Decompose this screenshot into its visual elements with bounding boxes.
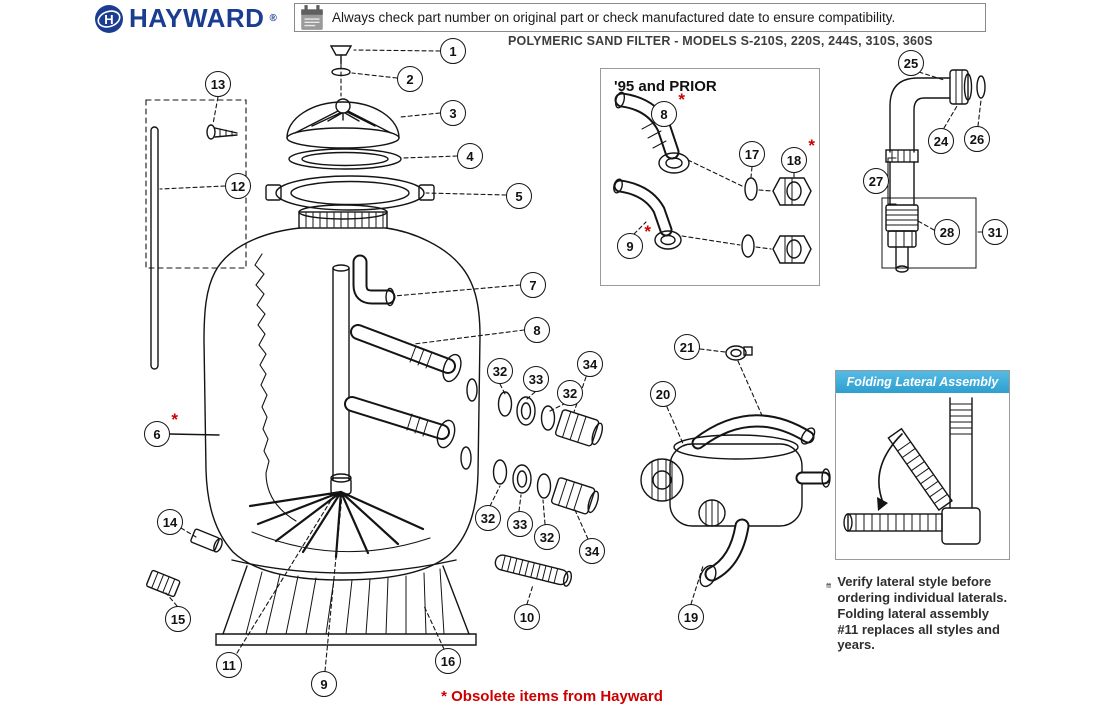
- callout-33: 33: [523, 366, 549, 392]
- callout-2: 2: [397, 66, 423, 92]
- callout-14: 14: [157, 509, 183, 535]
- callout-7: 7: [520, 272, 546, 298]
- callout-18: 18*: [781, 136, 815, 173]
- callout-24: 24: [928, 128, 954, 154]
- obsolete-star: *: [678, 90, 685, 109]
- lateral-note-text: Verify lateral style before ordering ind…: [837, 574, 1008, 653]
- callout-15: 15: [165, 606, 191, 632]
- folding-lateral-drawing: [843, 397, 981, 545]
- callout-27: 27: [863, 168, 889, 194]
- callout-5: 5: [506, 183, 532, 209]
- inset-parts-drawing: [613, 91, 812, 264]
- callout-6: 6*: [144, 410, 178, 447]
- obsolete-star: *: [644, 222, 651, 241]
- union-elbow-assembly-drawing: [881, 69, 986, 273]
- callout-26: 26: [964, 126, 990, 152]
- callout-8: 8: [524, 317, 550, 343]
- callout-10: 10: [514, 604, 540, 630]
- callout-12: 12: [225, 173, 251, 199]
- callout-16: 16: [435, 648, 461, 674]
- 95-and-prior-box: '95 and PRIOR: [600, 68, 820, 286]
- side-pipe-drawing: [150, 124, 238, 370]
- callout-20: 20: [650, 381, 676, 407]
- brand-logo: H HAYWARD ®: [94, 3, 277, 34]
- notice-text: Always check part number on original par…: [332, 10, 896, 25]
- obsolete-star: *: [808, 136, 815, 155]
- folding-lateral-box: Folding Lateral Assembly: [835, 370, 1010, 560]
- bulkhead-fittings-lower-drawing: [492, 459, 600, 515]
- callout-9: 9: [311, 671, 337, 697]
- 95-and-prior-title: '95 and PRIOR: [614, 78, 717, 95]
- callout-34: 34: [577, 351, 603, 377]
- callout-3: 3: [440, 100, 466, 126]
- callout-32: 32: [557, 380, 583, 406]
- drain-parts-drawing: [145, 528, 223, 598]
- bulkhead-fittings-upper-drawing: [497, 391, 604, 447]
- callout-1: 1: [440, 38, 466, 64]
- lateral-hub-drawing: [248, 473, 425, 559]
- callout-13: 13: [205, 71, 231, 97]
- compatibility-notice: Always check part number on original par…: [294, 3, 986, 32]
- lateral-note: Verify lateral style before ordering ind…: [826, 574, 1012, 653]
- sight-glass-drawing: [494, 554, 573, 587]
- multiport-valve-drawing: [640, 345, 831, 588]
- standpipe-drawing: [332, 254, 396, 481]
- tank-drawing: [203, 204, 481, 581]
- notepad-icon: [301, 4, 323, 30]
- callout-17: 17: [739, 141, 765, 167]
- callout-34: 34: [579, 538, 605, 564]
- callout-11: 11: [216, 652, 242, 678]
- leader-part6: [169, 433, 220, 436]
- callout-4: 4: [457, 143, 483, 169]
- callout-32: 32: [534, 524, 560, 550]
- callout-33: 33: [507, 511, 533, 537]
- brand-name: HAYWARD: [129, 3, 265, 33]
- callout-19: 19: [678, 604, 704, 630]
- obsolete-star: *: [171, 410, 178, 429]
- base-drawing: [215, 559, 477, 646]
- svg-text:H: H: [104, 12, 113, 27]
- callout-32: 32: [475, 505, 501, 531]
- callout-9: 9*: [617, 222, 651, 259]
- internal-pipes-drawing: [344, 324, 462, 449]
- callout-28: 28: [934, 219, 960, 245]
- callout-25: 25: [898, 50, 924, 76]
- registered-mark: ®: [269, 13, 277, 24]
- folding-lateral-title: Folding Lateral Assembly: [836, 371, 1009, 393]
- obsolete-note: * Obsolete items from Hayward: [441, 688, 663, 705]
- notepad-icon: [826, 582, 831, 588]
- diagram-subtitle: POLYMERIC SAND FILTER - MODELS S-210S, 2…: [508, 34, 933, 48]
- callout-32: 32: [487, 358, 513, 384]
- top-assembly-drawing: [265, 45, 435, 211]
- callout-31: 31: [982, 219, 1008, 245]
- hayward-logo-icon: H: [95, 4, 123, 33]
- callout-21: 21: [674, 334, 700, 360]
- callout-8: 8*: [651, 90, 685, 127]
